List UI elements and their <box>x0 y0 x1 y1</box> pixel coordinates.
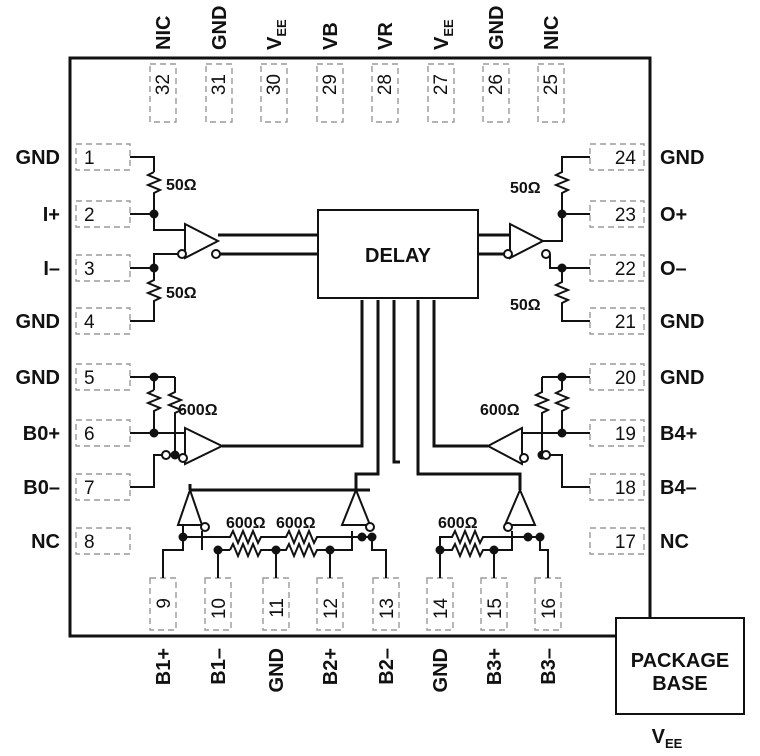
pin-number-23: 23 <box>615 205 636 226</box>
pin-number-27: 27 <box>431 74 452 95</box>
pin-number-18: 18 <box>615 478 636 499</box>
pin-number-31: 31 <box>209 74 230 95</box>
pin-number-9: 9 <box>154 598 175 609</box>
pin-name-22: O– <box>660 258 687 280</box>
pin-number-21: 21 <box>615 312 636 333</box>
pin-name-5: GND <box>16 367 60 389</box>
pin-name-8: NC <box>31 531 60 553</box>
pin-number-8: 8 <box>84 532 95 553</box>
pin-name-19: B4+ <box>660 423 697 445</box>
pin-number-4: 4 <box>84 312 95 333</box>
pin-name-9: B1+ <box>153 648 175 685</box>
pin-name-4: GND <box>16 311 60 333</box>
pin-number-17: 17 <box>615 532 636 553</box>
pin-number-10: 10 <box>209 598 230 619</box>
pin-number-7: 7 <box>84 478 95 499</box>
pin-name-21: GND <box>660 311 704 333</box>
res-out-bottom: 50Ω <box>510 297 541 314</box>
pin-number-14: 14 <box>431 598 452 620</box>
pin-number-28: 28 <box>375 74 396 95</box>
pin-pad-29 <box>316 63 344 123</box>
pin-number-24: 24 <box>615 148 637 169</box>
pin-name-16: B3– <box>538 648 560 685</box>
package-base-label-2: BASE <box>652 673 708 695</box>
b1-b2-stage <box>162 300 387 578</box>
pin-name-17: NC <box>660 531 689 553</box>
pin-name-29: VB <box>320 22 342 50</box>
input-stage <box>130 156 318 322</box>
res-out-top: 50Ω <box>510 180 541 197</box>
pin-name-1: GND <box>16 147 60 169</box>
res-b4: 600Ω <box>480 402 520 419</box>
pin-name-12: B2+ <box>320 648 342 685</box>
pin-name-7: B0– <box>23 477 60 499</box>
pin-name-32: NIC <box>153 16 175 50</box>
pin-pad-30 <box>260 63 288 123</box>
res-b0: 600Ω <box>178 402 218 419</box>
pin-number-30: 30 <box>264 74 285 95</box>
pin-name-3: I– <box>43 258 60 280</box>
pin-pad-28 <box>371 63 399 123</box>
pin-pad-25 <box>537 63 565 123</box>
pin-number-5: 5 <box>84 368 95 389</box>
pin-number-25: 25 <box>541 74 562 95</box>
pin-name-30: VEE <box>264 19 289 50</box>
pin-pad-26 <box>482 63 510 123</box>
pin-name-27: VEE <box>431 19 456 50</box>
pin-name-18: B4– <box>660 477 697 499</box>
pin-pad-27 <box>427 63 455 123</box>
pin-number-12: 12 <box>321 598 342 619</box>
pin-name-23: O+ <box>660 204 687 226</box>
pin-number-13: 13 <box>377 598 398 619</box>
res-b1: 600Ω <box>226 515 266 532</box>
pin-name-24: GND <box>660 147 704 169</box>
top-pins: 32 NIC 31 GND 30 VEE 29 VB 28 VR 27 VEE 26 GND 25 NIC <box>149 6 565 123</box>
b0-stage <box>130 300 364 488</box>
res-in-bottom: 50Ω <box>166 285 197 302</box>
pin-name-14: GND <box>430 648 452 692</box>
pin-number-2: 2 <box>84 205 95 226</box>
b4-stage <box>432 300 590 488</box>
delay-label: DELAY <box>365 245 432 267</box>
package-base-box <box>615 617 745 715</box>
pin-number-29: 29 <box>320 74 341 95</box>
pin-name-28: VR <box>375 22 397 50</box>
res-b3: 600Ω <box>438 515 478 532</box>
package-base-label-1: PACKAGE <box>631 650 730 672</box>
delay-block <box>317 209 479 299</box>
pin-number-15: 15 <box>485 598 506 619</box>
pin-number-32: 32 <box>153 74 174 95</box>
pin-number-16: 16 <box>539 598 560 619</box>
pin-name-15: B3+ <box>484 648 506 685</box>
pin-pad-32 <box>149 63 177 123</box>
pin-name-6: B0+ <box>23 423 60 445</box>
pin-name-31: GND <box>209 6 231 50</box>
pin-number-3: 3 <box>84 259 95 280</box>
pin-number-20: 20 <box>615 368 636 389</box>
pin-name-11: GND <box>266 648 288 692</box>
package-supply-label: VEE <box>652 726 683 751</box>
pin-name-13: B2– <box>376 648 398 685</box>
pin-pad-31 <box>205 63 233 123</box>
pin-name-20: GND <box>660 367 704 389</box>
pin-number-11: 11 <box>267 598 288 618</box>
output-stage <box>478 156 590 322</box>
pin-name-2: I+ <box>43 204 60 226</box>
res-in-top: 50Ω <box>166 177 197 194</box>
pin-number-6: 6 <box>84 424 95 445</box>
pin-number-1: 1 <box>84 148 95 169</box>
pin-number-26: 26 <box>486 74 507 95</box>
pin-number-19: 19 <box>615 424 636 445</box>
chip-body <box>68 56 652 638</box>
pin-number-22: 22 <box>615 259 636 280</box>
res-b2: 600Ω <box>276 515 316 532</box>
b3-stage <box>392 300 549 578</box>
pin-name-25: NIC <box>541 16 563 50</box>
pin-name-10: B1– <box>208 648 230 685</box>
pin-name-26: GND <box>486 6 508 50</box>
